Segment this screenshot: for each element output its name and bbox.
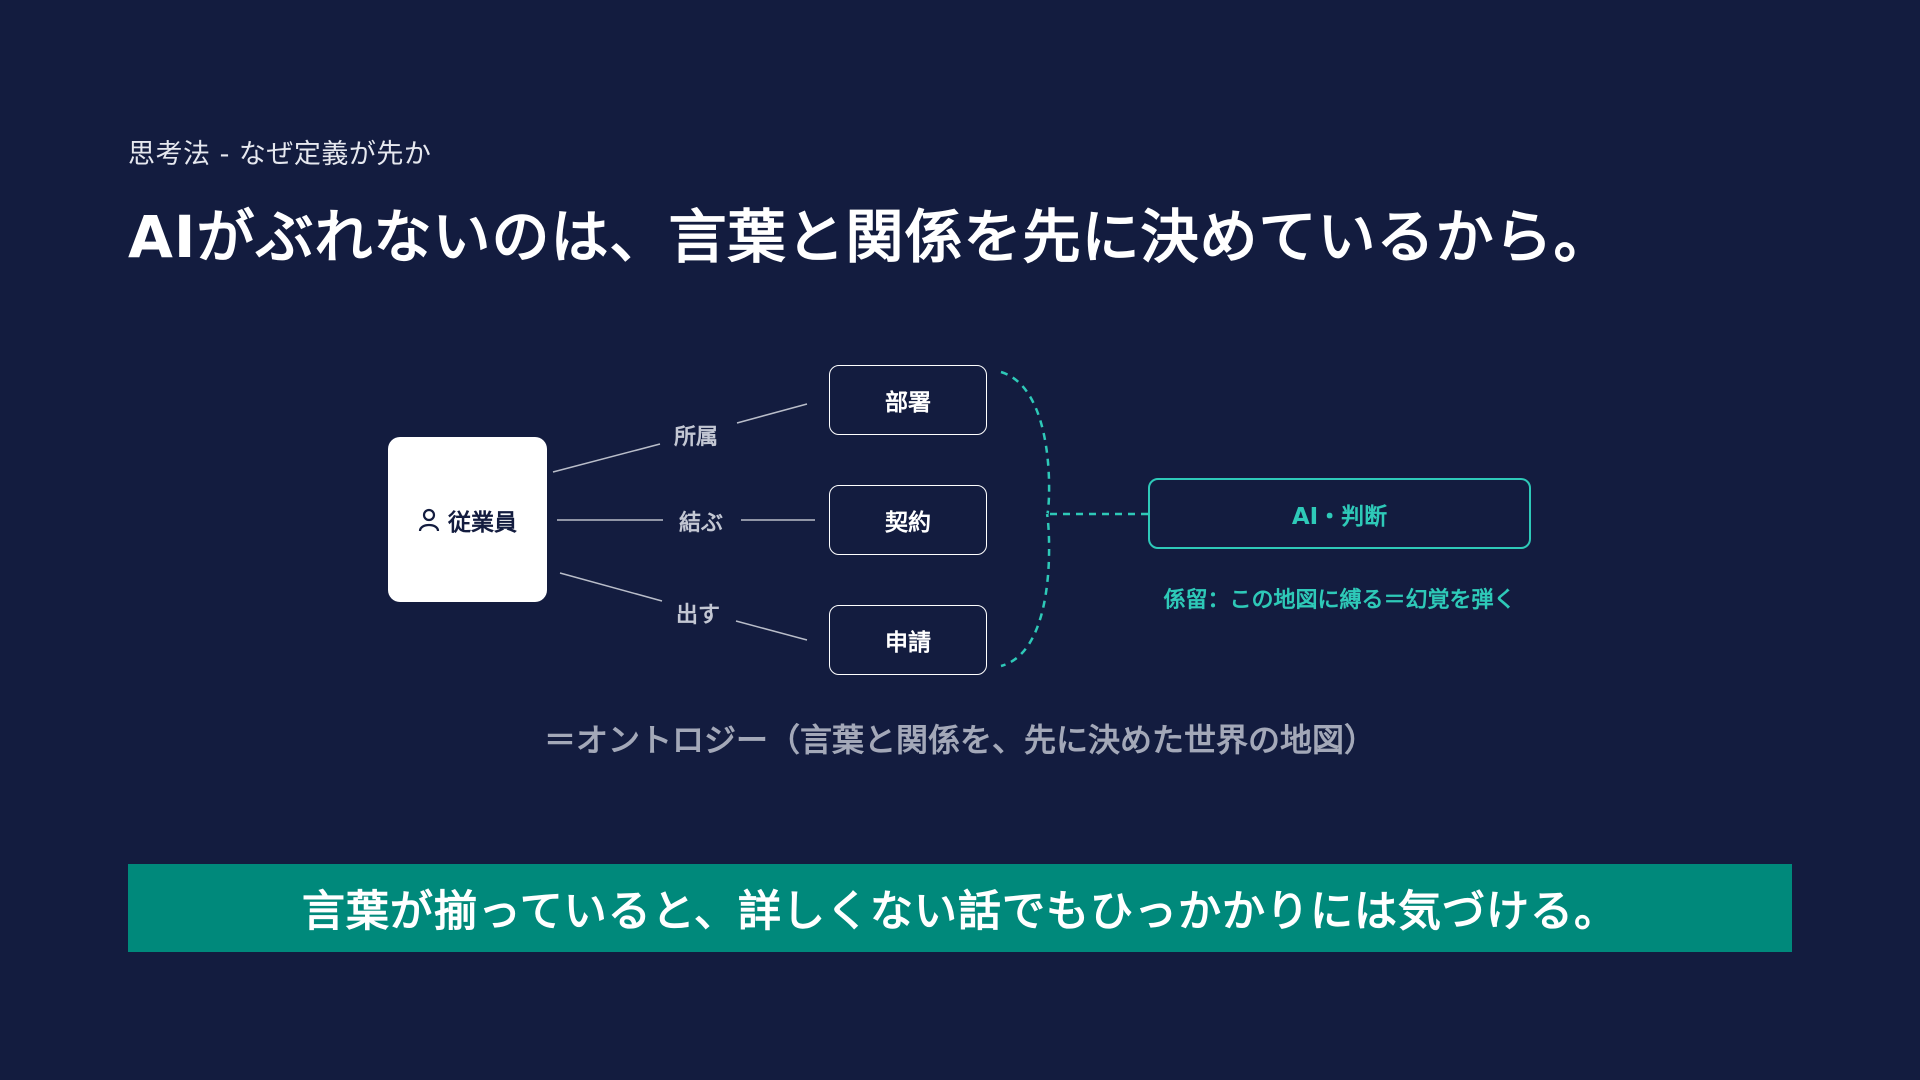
department-node: 部署 <box>829 365 987 435</box>
person-icon <box>418 508 440 531</box>
edge-line-application <box>559 572 663 602</box>
ai-note: 係留：この地図に縛る＝幻覚を弾く <box>1163 588 1516 613</box>
relation-label-contract: 結ぶ <box>675 505 728 537</box>
employee-node: 従業員 <box>388 437 547 602</box>
edge-line-department <box>736 403 808 424</box>
department-label: 部署 <box>885 390 931 416</box>
ai-judgment-label: AI・判断 <box>1291 503 1388 530</box>
relation-label-department: 所属 <box>670 419 723 451</box>
contract-label: 契約 <box>885 510 931 536</box>
page-subtitle: 思考法 - なぜ定義が先か <box>128 139 432 170</box>
page-title: AIがぶれないのは、言葉と関係を先に決めているから。 <box>128 203 1613 271</box>
employee-label: 従業員 <box>448 509 517 536</box>
key-message-banner: 言葉が揃っていると、詳しくない話でもひっかかりには気づける。 <box>128 864 1792 952</box>
grouping-bracket <box>1000 370 1051 668</box>
ontology-caption: ＝オントロジー（言葉と関係を、先に決めた世界の地図） <box>543 721 1376 759</box>
banner-text: 言葉が揃っていると、詳しくない話でもひっかかりには気づける。 <box>301 887 1619 937</box>
ai-judgment-node: AI・判断 <box>1148 478 1531 549</box>
application-node: 申請 <box>829 605 987 675</box>
edge-line-department <box>552 443 661 473</box>
relation-label-application: 出す <box>672 597 725 629</box>
contract-node: 契約 <box>829 485 987 555</box>
edge-line-application <box>735 620 808 641</box>
application-label: 申請 <box>885 630 931 656</box>
